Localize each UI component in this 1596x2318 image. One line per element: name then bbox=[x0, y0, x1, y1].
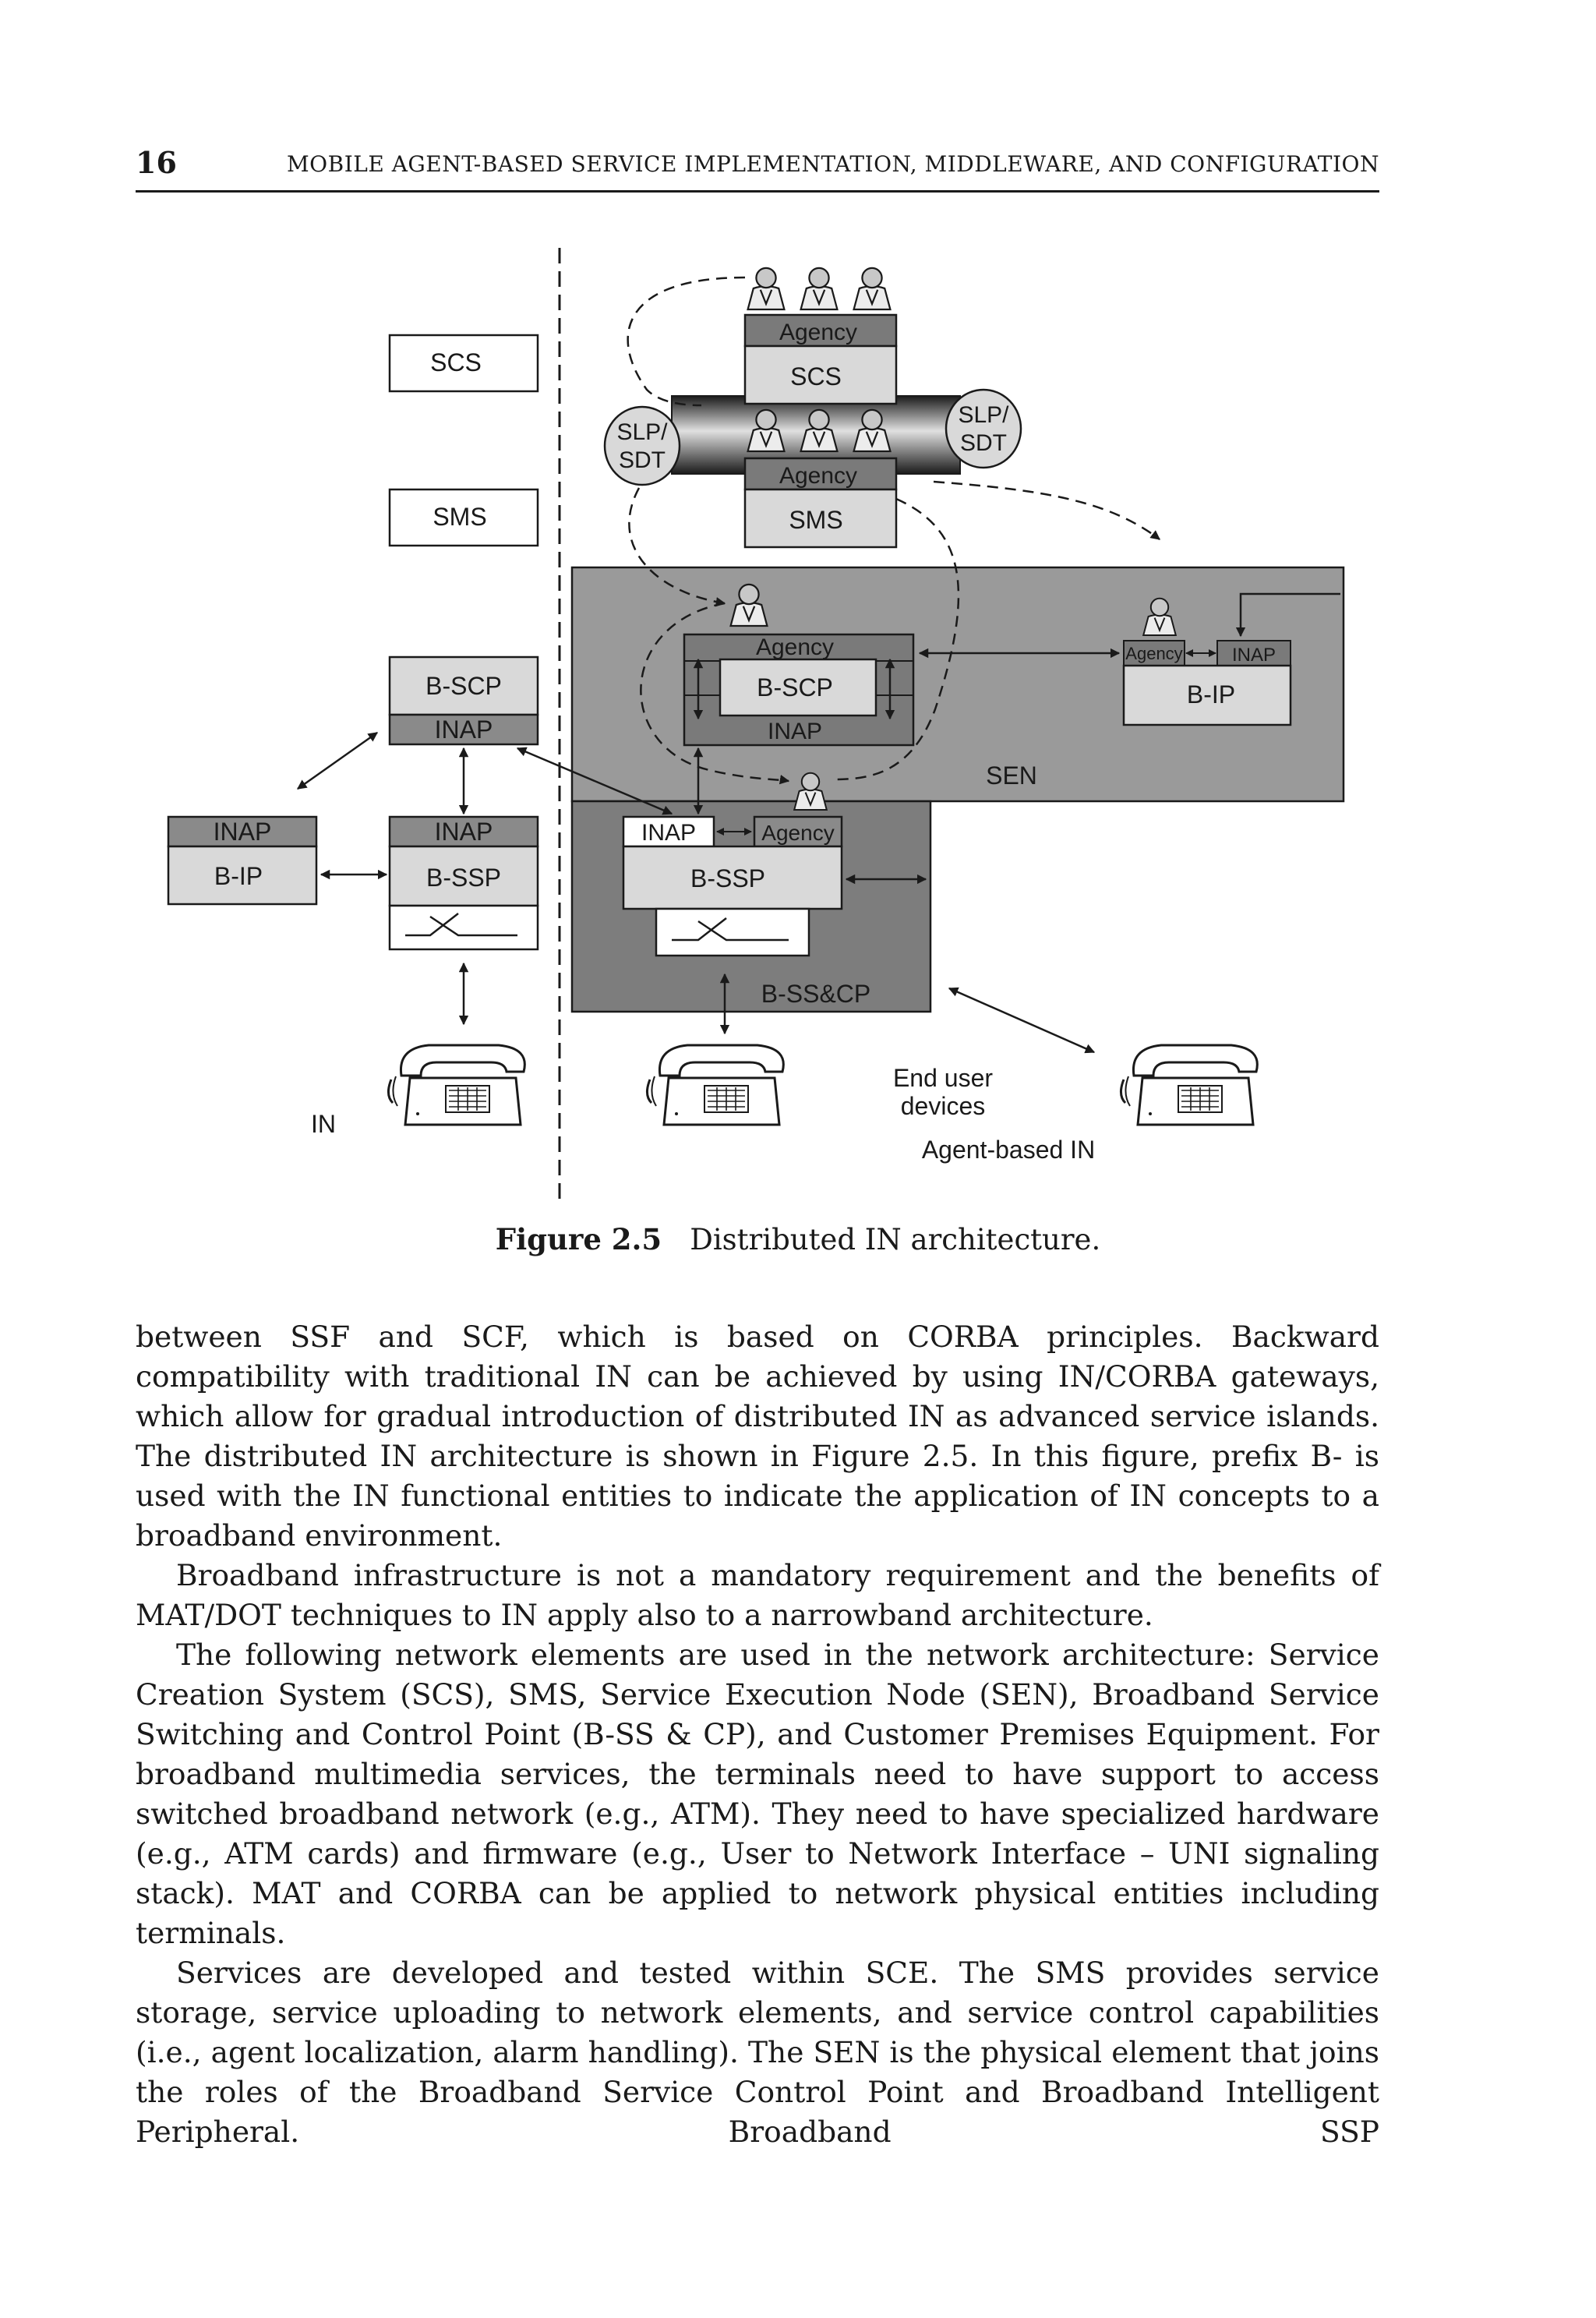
paragraph-4: Services are developed and tested within… bbox=[136, 1956, 1379, 2149]
svg-text:B-SSP: B-SSP bbox=[690, 864, 765, 892]
paragraph-3: The following network elements are used … bbox=[136, 1638, 1379, 1950]
svg-text:Agency: Agency bbox=[1125, 644, 1182, 663]
agent-icon bbox=[800, 267, 839, 311]
left-scs-box: SCS bbox=[388, 334, 539, 393]
paragraph-1: between SSF and SCF, which is based on C… bbox=[136, 1320, 1379, 1553]
svg-text:Agency: Agency bbox=[779, 463, 857, 489]
figure-caption: Figure 2.5 Distributed IN architecture. bbox=[0, 1222, 1596, 1256]
svg-text:SEN: SEN bbox=[986, 761, 1037, 790]
left-bssp-box: INAP B-SSP bbox=[388, 815, 539, 951]
phone-icon bbox=[1119, 1044, 1259, 1126]
caption-label: Figure 2.5 bbox=[495, 1222, 662, 1256]
svg-text:INAP: INAP bbox=[768, 719, 822, 744]
svg-text:devices: devices bbox=[901, 1092, 986, 1120]
bsscp-bssp-box: INAP Agency B-SSP bbox=[622, 815, 843, 957]
left-bip-box: INAP B-IP bbox=[167, 815, 318, 906]
left-sms-box: SMS bbox=[388, 488, 539, 547]
svg-text:B-SCP: B-SCP bbox=[425, 672, 502, 700]
svg-text:INAP: INAP bbox=[214, 818, 272, 846]
svg-text:SDT: SDT bbox=[619, 447, 666, 473]
figure-diagram: SCS SMS B-SCP INAP INAP B-IP INAP B-SSP … bbox=[167, 248, 1345, 1199]
paragraph-2: Broadband infrastructure is not a mandat… bbox=[136, 1558, 1379, 1632]
svg-text:Agency: Agency bbox=[779, 320, 857, 345]
page-number: 16 bbox=[136, 145, 177, 180]
svg-text:Agency: Agency bbox=[761, 821, 834, 845]
svg-text:Agency: Agency bbox=[756, 634, 834, 660]
svg-text:SCS: SCS bbox=[430, 348, 482, 376]
slp-sdt-right bbox=[945, 388, 1022, 469]
sms-agency-box: Agency SMS bbox=[743, 457, 898, 549]
svg-text:SCS: SCS bbox=[790, 362, 842, 390]
caption-text: Distributed IN architecture. bbox=[690, 1223, 1101, 1256]
svg-text:SMS: SMS bbox=[789, 506, 842, 534]
svg-text:SDT: SDT bbox=[960, 430, 1007, 456]
svg-text:INAP: INAP bbox=[1232, 645, 1276, 666]
sen-bscp-box: Agency B-SCP INAP bbox=[683, 633, 915, 747]
svg-text:B-SCP: B-SCP bbox=[757, 673, 833, 701]
slp-sdt-left bbox=[603, 405, 681, 486]
svg-text:SLP/: SLP/ bbox=[616, 419, 668, 445]
phone-icon bbox=[645, 1044, 785, 1126]
svg-text:B-SS&CP: B-SS&CP bbox=[761, 980, 870, 1008]
end-user-label: End user bbox=[893, 1064, 993, 1092]
svg-text:B-IP: B-IP bbox=[214, 862, 263, 890]
body-text: between SSF and SCF, which is based on C… bbox=[136, 1317, 1379, 2152]
svg-text:SMS: SMS bbox=[433, 503, 486, 531]
svg-text:B-SSP: B-SSP bbox=[426, 864, 501, 892]
svg-text:B-IP: B-IP bbox=[1187, 680, 1235, 708]
agent-icon bbox=[747, 267, 786, 311]
left-phone-icon bbox=[387, 1044, 526, 1126]
svg-text:SLP/: SLP/ bbox=[958, 402, 1009, 428]
page-header: 16 MOBILE AGENT-BASED SERVICE IMPLEMENTA… bbox=[136, 145, 1379, 193]
agent-based-in-label: Agent-based IN bbox=[922, 1136, 1095, 1164]
scs-agency-box: Agency SCS bbox=[743, 313, 898, 405]
svg-text:INAP: INAP bbox=[435, 818, 493, 846]
in-label: IN bbox=[311, 1110, 336, 1138]
svg-text:INAP: INAP bbox=[435, 716, 493, 744]
agent-icon bbox=[853, 267, 892, 311]
left-bscp-box: B-SCP INAP bbox=[388, 655, 539, 746]
sen-bip-box: Agency INAP B-IP bbox=[1122, 640, 1292, 726]
running-title: MOBILE AGENT-BASED SERVICE IMPLEMENTATIO… bbox=[287, 151, 1379, 177]
svg-text:INAP: INAP bbox=[641, 820, 696, 846]
